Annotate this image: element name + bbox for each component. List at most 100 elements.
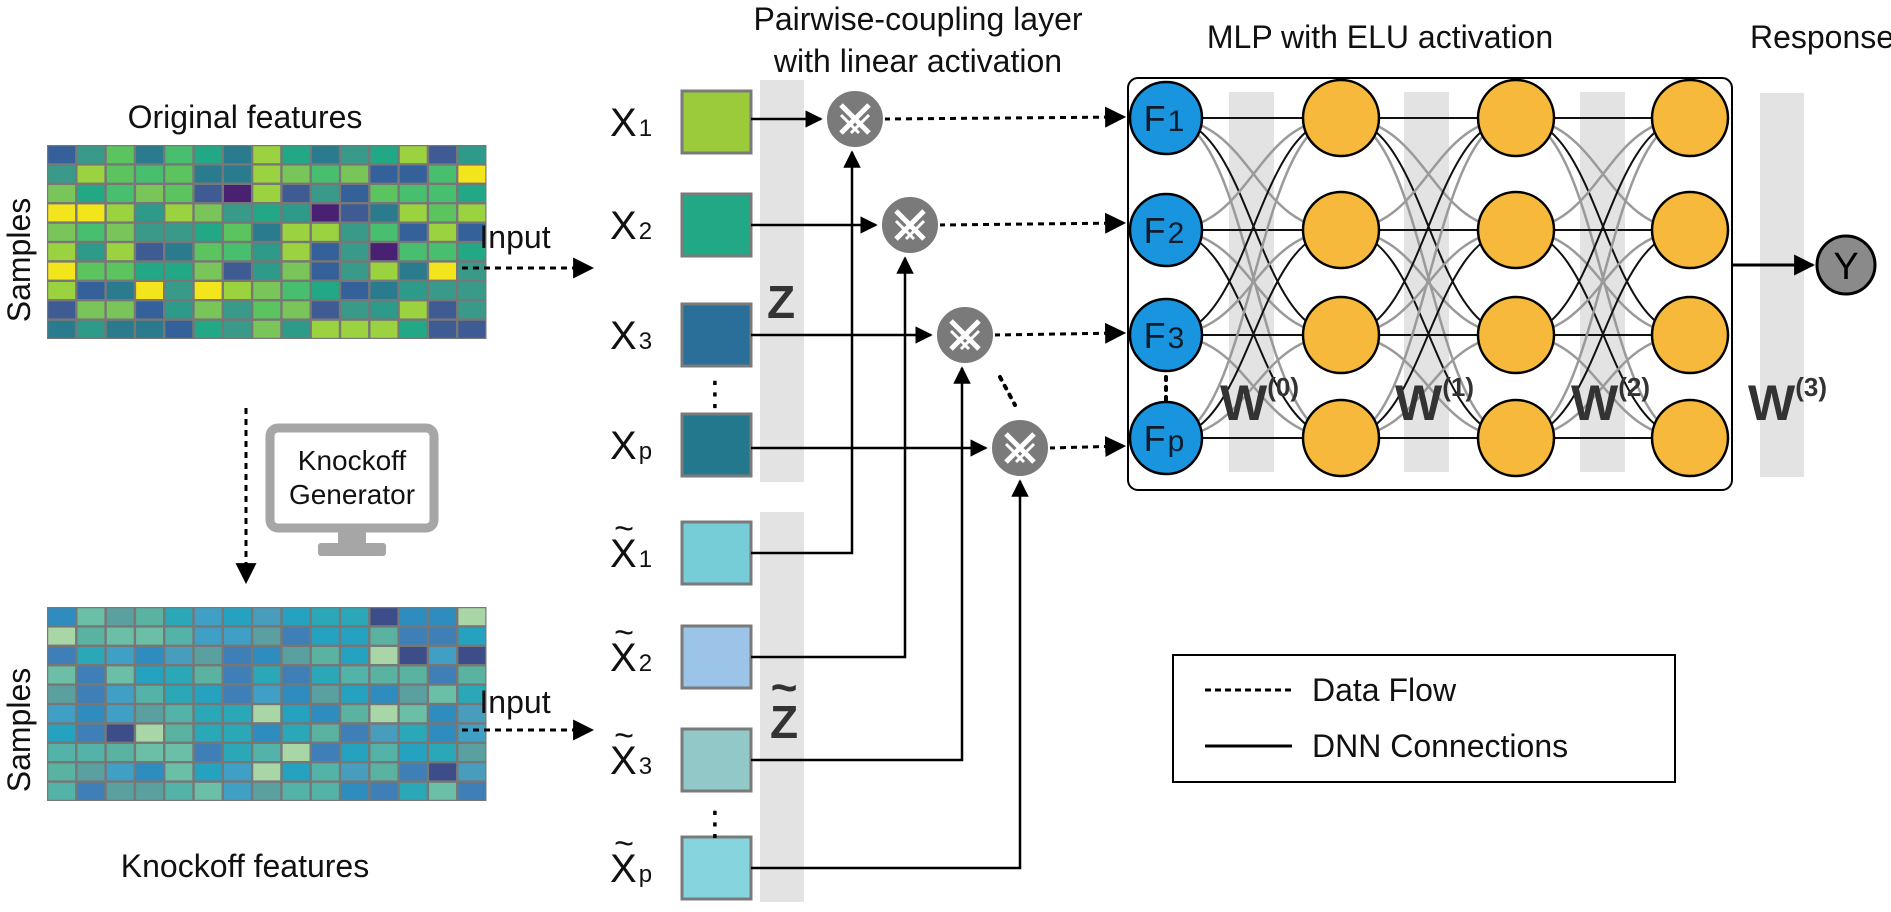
heatmap-cell — [253, 204, 281, 222]
heatmap-cell — [165, 647, 193, 664]
heatmap-cell — [370, 782, 398, 800]
heatmap-cell — [253, 744, 281, 761]
heatmap-cell — [458, 204, 486, 222]
heatmap-cell — [341, 627, 369, 645]
heatmap-cell — [194, 243, 222, 261]
heatmap-cell — [48, 185, 76, 202]
heatmap-cell — [458, 301, 486, 319]
heatmap-cell — [194, 301, 222, 319]
heatmap-cell — [311, 243, 339, 261]
heatmap-cell — [341, 608, 369, 626]
heatmap-cell — [224, 185, 251, 202]
heatmap-cell — [48, 301, 76, 319]
heatmap-cell — [194, 262, 222, 280]
heatmap-cell — [429, 763, 456, 781]
heatmap-cell — [282, 685, 310, 703]
heatmap-cell — [399, 165, 427, 183]
knockoff-box-p — [680, 835, 753, 901]
heatmap-cell — [194, 165, 222, 183]
heatmap-cell — [282, 666, 310, 684]
heatmap-cell — [106, 782, 134, 800]
heatmap-cell — [224, 262, 251, 280]
heatmap-cell — [77, 301, 105, 319]
weight-label-1: W(1) — [1395, 372, 1474, 431]
heatmap-cell — [194, 744, 222, 761]
heatmap-cell — [429, 223, 456, 241]
weight-band-w3 — [1760, 93, 1804, 477]
heatmap-cell — [370, 282, 398, 299]
heatmap-cell — [253, 627, 281, 645]
heatmap-cell — [48, 744, 76, 761]
heatmap-cell — [458, 705, 486, 723]
heatmap-cell — [311, 608, 339, 626]
heatmap-cell — [282, 223, 310, 241]
original-features-title: Original features — [128, 99, 363, 135]
heatmap-cell — [194, 627, 222, 645]
heatmap-cell — [194, 608, 222, 626]
heatmap-cell — [253, 685, 281, 703]
output-node-y — [1815, 234, 1877, 296]
heatmap-cell — [136, 782, 163, 800]
heatmap-cell — [253, 763, 281, 781]
heatmap-cell — [311, 146, 339, 164]
heatmap-cell — [48, 282, 76, 299]
heatmap-cell — [399, 744, 427, 761]
heatmap-cell — [429, 608, 456, 626]
heatmap-cell — [106, 744, 134, 761]
heatmap-cell — [106, 320, 134, 338]
hidden-node-l1-4 — [1301, 398, 1381, 478]
pairwise-heading-line1: Pairwise-coupling layer — [753, 1, 1082, 37]
heatmap-cell — [282, 608, 310, 626]
coupling-to-f-2 — [938, 212, 1127, 234]
heatmap-cell — [341, 705, 369, 723]
heatmap-cell — [282, 262, 310, 280]
heatmap-cell — [48, 262, 76, 280]
knockoff-to-coupling-p — [751, 479, 1029, 870]
heatmap-cell — [311, 647, 339, 664]
heatmap-cell — [399, 647, 427, 664]
heatmap-cell — [399, 763, 427, 781]
heatmap-cell — [77, 782, 105, 800]
input-label-bottom: Input — [479, 684, 550, 720]
heatmap-cell — [136, 146, 163, 164]
heatmap-cell — [429, 301, 456, 319]
heatmap-cell — [282, 301, 310, 319]
heatmap-cell — [370, 627, 398, 645]
feature-label-2: X2 — [610, 204, 652, 248]
heatmap-cell — [429, 320, 456, 338]
heatmap-cell — [429, 185, 456, 202]
heatmap-cell — [311, 282, 339, 299]
heatmap-cell — [77, 165, 105, 183]
heatmap-cell — [341, 301, 369, 319]
f-node-label-2: F2 — [1144, 210, 1185, 251]
generator-label-line1: Knockoff — [298, 445, 407, 476]
heatmap-cell — [77, 204, 105, 222]
output-label: Y — [1833, 246, 1858, 288]
heatmap-cell — [399, 301, 427, 319]
heatmap-cell — [106, 666, 134, 684]
heatmap-cell — [311, 204, 339, 222]
heatmap-cell — [311, 666, 339, 684]
mlp-heading: MLP with ELU activation — [1207, 19, 1553, 55]
heatmap-cell — [282, 204, 310, 222]
heatmap-cell — [106, 608, 134, 626]
heatmap-cell — [165, 243, 193, 261]
heatmap-cell — [194, 282, 222, 299]
knockoff-label-1: X1 — [610, 532, 652, 576]
heatmap-cell — [48, 782, 76, 800]
swords-icon — [949, 319, 981, 351]
heatmap-cell — [399, 320, 427, 338]
heatmap-cell — [370, 262, 398, 280]
feature-label-p: Xp — [610, 424, 652, 468]
heatmap-cell — [282, 243, 310, 261]
knockoff-to-coupling-3 — [751, 366, 971, 762]
heatmap-cell — [341, 262, 369, 280]
heatmap-cell — [165, 262, 193, 280]
monitor-icon — [265, 423, 439, 556]
heatmap-cell — [311, 262, 339, 280]
heatmap-cell — [370, 243, 398, 261]
z-band — [760, 80, 804, 482]
heatmap-cell — [370, 705, 398, 723]
